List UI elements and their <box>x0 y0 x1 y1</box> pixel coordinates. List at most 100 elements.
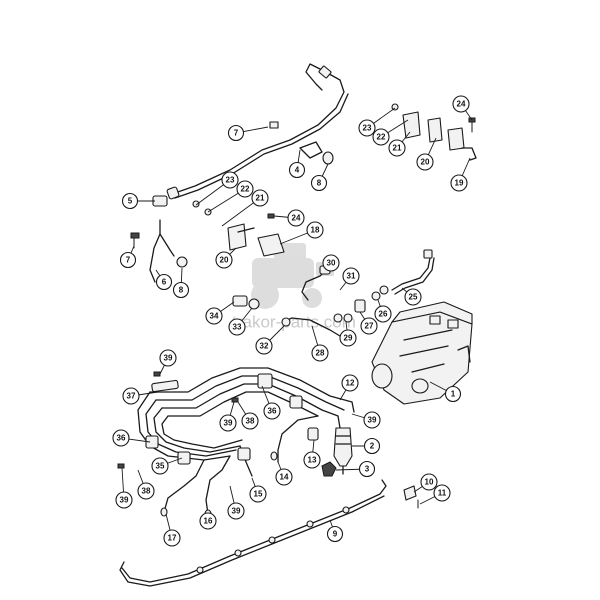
callout-circle <box>339 329 357 347</box>
callout-number: 9 <box>333 530 338 539</box>
callout-circle <box>450 174 468 192</box>
top-right-clamp-assembly <box>391 103 477 161</box>
callout-number: 19 <box>455 179 464 188</box>
return-pipe <box>391 249 435 295</box>
callout-circle <box>119 251 137 269</box>
callout-circle <box>112 429 130 447</box>
callout-number: 23 <box>226 176 235 185</box>
callout-number: 12 <box>346 379 355 388</box>
callout-20: 20 <box>215 247 237 269</box>
callout-circle <box>420 473 438 491</box>
callout-circle <box>137 482 155 500</box>
callout-circle <box>275 468 293 486</box>
callout-circle <box>205 307 223 325</box>
callout-19: 19 <box>450 157 471 192</box>
callout-number: 2 <box>370 442 375 451</box>
callout-number: 34 <box>210 312 219 321</box>
callout-number: 14 <box>280 473 289 482</box>
callout-14: 14 <box>275 461 293 486</box>
callout-circle <box>249 485 267 503</box>
callout-28: 28 <box>311 325 329 362</box>
callout-number: 22 <box>377 133 386 142</box>
callout-number: 30 <box>327 259 336 268</box>
callout-21: 21 <box>221 189 269 227</box>
callout-39: 39 <box>351 411 381 429</box>
callout-3: 3 <box>335 460 376 478</box>
callout-39: 39 <box>159 349 177 375</box>
callout-number: 37 <box>127 392 136 401</box>
leak-off-pipe <box>119 479 419 587</box>
callout-22: 22 <box>207 180 254 213</box>
callout-circle <box>159 349 177 367</box>
callout-number: 23 <box>363 124 372 133</box>
callout-23: 23 <box>195 171 239 206</box>
callout-number: 21 <box>256 194 265 203</box>
callout-33: 33 <box>228 307 253 336</box>
callout-circle <box>263 402 281 420</box>
callout-number: 31 <box>347 272 356 281</box>
callout-circle <box>172 281 190 299</box>
callout-number: 4 <box>295 166 300 175</box>
callout-number: 39 <box>368 416 377 425</box>
callout-circle <box>163 529 181 547</box>
middle-clamp-assembly <box>192 200 285 257</box>
callout-8: 8 <box>310 163 329 192</box>
callout-circle <box>322 254 340 272</box>
callout-number: 35 <box>156 462 165 471</box>
callout-38: 38 <box>237 401 259 430</box>
callout-number: 24 <box>292 214 301 223</box>
callout-circle <box>372 128 390 146</box>
callout-number: 3 <box>365 465 370 474</box>
callout-11: 11 <box>419 484 451 505</box>
callout-23: 23 <box>358 107 396 137</box>
callout-circle <box>404 288 422 306</box>
callout-circle <box>311 344 329 362</box>
callout-number: 39 <box>164 354 173 363</box>
callout-6: 6 <box>155 269 173 291</box>
callout-number: 8 <box>317 179 322 188</box>
callout-8: 8 <box>172 267 190 299</box>
callout-36: 36 <box>261 385 281 420</box>
callout-16: 16 <box>199 512 217 530</box>
callout-circle <box>251 189 269 207</box>
callout-24: 24 <box>273 209 305 227</box>
callout-32: 32 <box>255 325 285 355</box>
callout-circle <box>255 337 273 355</box>
callout-37: 37 <box>122 387 159 405</box>
callout-circle <box>236 180 254 198</box>
callout-2: 2 <box>352 437 381 455</box>
callout-circle <box>444 385 462 403</box>
injector-pipe-bundle <box>117 367 355 519</box>
callout-17: 17 <box>163 513 181 547</box>
callout-number: 15 <box>254 490 263 499</box>
callout-7: 7 <box>227 124 269 142</box>
callout-number: 36 <box>268 407 277 416</box>
callout-circle <box>433 484 451 502</box>
callout-circle <box>306 221 324 239</box>
callout-circle <box>360 317 378 335</box>
callout-circle <box>227 502 245 520</box>
callout-circle <box>241 412 259 430</box>
callout-number: 26 <box>379 310 388 319</box>
callout-number: 32 <box>260 342 269 351</box>
callout-number: 24 <box>457 100 466 109</box>
callout-number: 22 <box>241 185 250 194</box>
callout-number: 13 <box>308 456 317 465</box>
callout-circle <box>228 318 246 336</box>
callout-number: 6 <box>162 278 167 287</box>
callout-13: 13 <box>303 439 321 469</box>
callout-9: 9 <box>326 519 344 543</box>
callout-number: 10 <box>425 478 434 487</box>
callout-number: 7 <box>126 256 131 265</box>
callout-number: 28 <box>316 349 325 358</box>
callout-number: 11 <box>438 489 447 498</box>
callout-circle <box>358 119 376 137</box>
callout-circle <box>374 305 392 323</box>
callout-circle <box>151 457 169 475</box>
callout-number: 39 <box>224 419 233 428</box>
callout-5: 5 <box>121 192 155 210</box>
callout-number: 36 <box>117 434 126 443</box>
callout-15: 15 <box>249 477 267 503</box>
callout-circle <box>363 437 381 455</box>
